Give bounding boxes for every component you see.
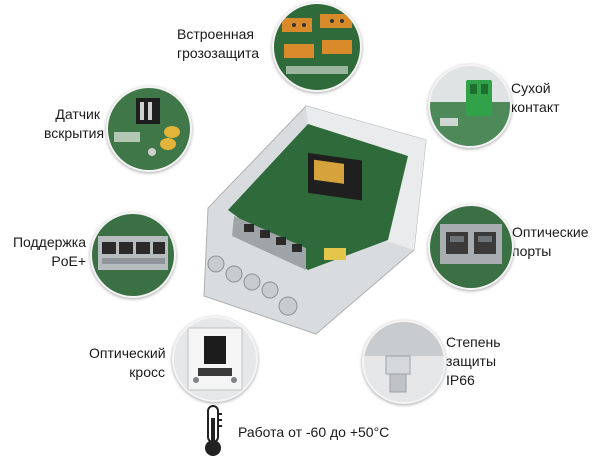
enclosure-device-image <box>188 100 434 336</box>
poe-ports-icon <box>90 212 176 298</box>
fiber-splice-box-icon <box>172 316 258 402</box>
label-temperature: Работа от -60 до +50°C <box>238 424 390 440</box>
label-ip-rating: Степень защиты IP66 <box>446 334 501 388</box>
label-surge-protection: Встроенная грозозащита <box>177 26 259 61</box>
label-optical-ports: Оптические порты <box>512 224 589 259</box>
cable-gland-icon <box>362 320 446 404</box>
dry-contact-icon <box>428 64 512 148</box>
sfp-ports-icon <box>428 204 514 290</box>
label-poe-support: Поддержка PoE+ <box>12 234 86 269</box>
label-tamper-sensor: Датчик вскрытия <box>44 106 105 141</box>
tamper-switch-icon <box>106 86 192 172</box>
label-optical-cross: Оптический кросс <box>89 345 166 380</box>
thermometer-icon <box>200 404 226 458</box>
label-dry-contact: Сухой контакт <box>511 80 560 115</box>
surge-protection-icon <box>272 2 362 92</box>
